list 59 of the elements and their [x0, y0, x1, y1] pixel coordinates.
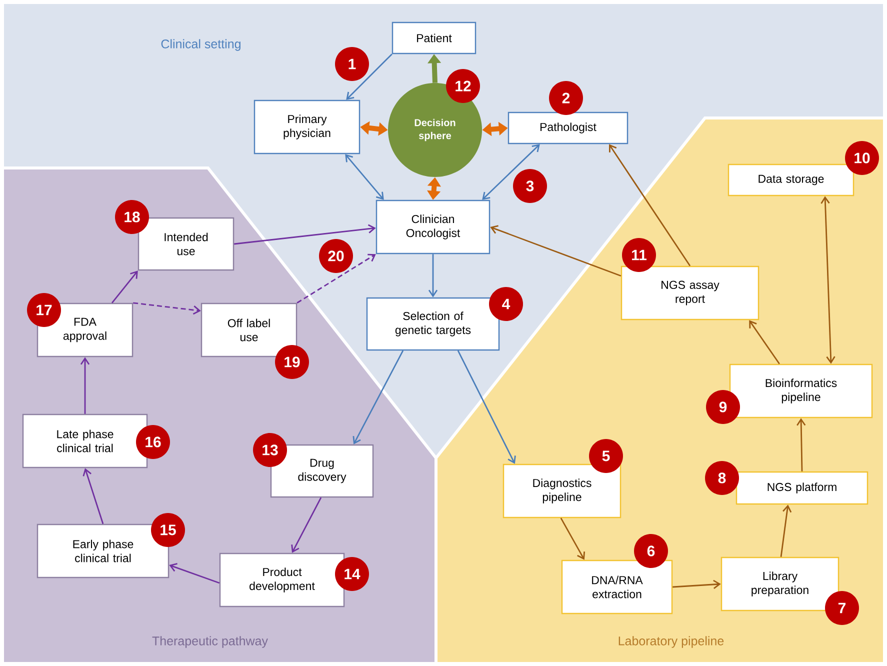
callout-number: 7 [825, 591, 859, 625]
callout-number: 12 [446, 69, 480, 103]
process-box: Diagnostics pipeline [502, 464, 622, 518]
process-box: NGS platform [736, 471, 868, 505]
arrow [482, 144, 540, 200]
callout-number: 13 [253, 433, 287, 467]
process-box: Patient [392, 22, 476, 54]
callout-number: 18 [115, 200, 149, 234]
callout-number: 6 [634, 534, 668, 568]
callout-number: 19 [275, 345, 309, 379]
arrow [560, 518, 586, 560]
process-box: Selection of genetic targets [366, 297, 500, 351]
arrow [346, 54, 392, 100]
arrow [820, 196, 836, 364]
callout-number: 16 [136, 425, 170, 459]
arrow [111, 270, 138, 304]
callout-number: 3 [513, 169, 547, 203]
dashed-arrow [296, 254, 376, 304]
process-box: Product development [219, 552, 345, 608]
arrow [780, 504, 792, 557]
process-box: Off label use [200, 302, 298, 358]
process-box: Library preparation [720, 556, 840, 612]
arrow [291, 497, 322, 553]
process-box: Pathologist [508, 112, 628, 144]
process-box: Bioinformatics pipeline [729, 364, 873, 418]
region-label: Laboratory pipeline [618, 636, 724, 648]
region-label: Therapeutic pathway [152, 636, 268, 648]
arrow [169, 563, 220, 584]
arrow [428, 254, 438, 298]
callout-number: 14 [335, 557, 369, 591]
arrow [490, 225, 622, 277]
arrow [234, 224, 376, 245]
process-box: Clinician Oncologist [376, 200, 490, 254]
callout-number: 5 [589, 439, 623, 473]
callout-number: 2 [549, 81, 583, 115]
dashed-arrow [133, 302, 201, 315]
callout-number: 11 [622, 238, 656, 272]
callout-number: 9 [706, 390, 740, 424]
process-box: Data storage [728, 164, 854, 196]
arrow [352, 350, 404, 444]
arrow [749, 320, 780, 364]
process-box: NGS assay report [620, 266, 760, 320]
region-label: Clinical setting [161, 39, 240, 51]
process-box: DNA/RNA extraction [561, 560, 673, 614]
arrow [82, 468, 104, 524]
arrow [609, 144, 691, 266]
arrow [796, 418, 806, 472]
process-box: Primary physician [254, 100, 360, 154]
callout-number: 10 [845, 141, 879, 175]
arrow [80, 357, 90, 414]
callout-number: 17 [27, 293, 61, 327]
arrow [457, 350, 516, 464]
arrow [345, 154, 384, 200]
callout-number: 8 [705, 461, 739, 495]
arrow [672, 580, 721, 589]
callout-number: 4 [489, 287, 523, 321]
callout-number: 15 [151, 513, 185, 547]
callout-number: 1 [335, 47, 369, 81]
callout-number: 20 [319, 239, 353, 273]
